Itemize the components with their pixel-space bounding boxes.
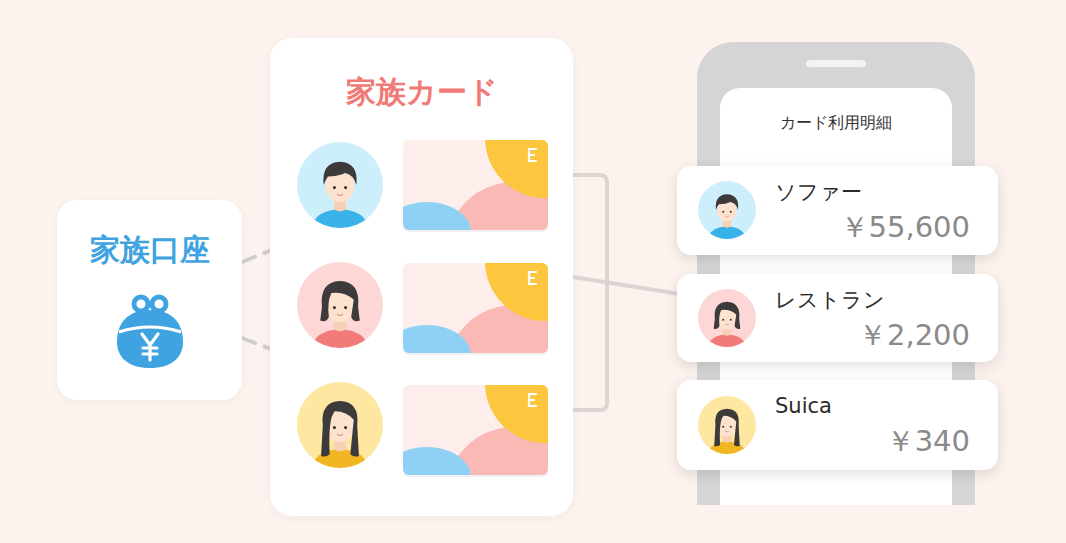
connector (242, 251, 270, 262)
phone-notch (806, 60, 866, 67)
cards-title: 家族カード (270, 74, 573, 110)
statement-item: レストラン ￥2,200 (677, 274, 998, 362)
item-name: レストラン (775, 288, 885, 313)
account-box: 家族口座 (57, 200, 242, 400)
connector (242, 338, 270, 349)
cards-panel: 家族カード (270, 38, 573, 516)
item-amount: ￥2,200 (858, 318, 970, 353)
illustration (270, 38, 573, 516)
statement-item: Suica ￥340 (677, 380, 998, 470)
statement-item: ソファー ￥55,600 (677, 166, 998, 255)
item-amount: ￥55,600 (840, 210, 970, 245)
phone-frame: カード利用明細ソファー ￥55,600 レストラン ￥2,200Suica ￥340 (697, 42, 975, 505)
item-name: ソファー (775, 180, 862, 205)
item-name: Suica (775, 394, 832, 419)
illustration (57, 200, 242, 400)
statement-title: カード利用明細 (697, 113, 975, 132)
account-title: 家族口座 (57, 232, 242, 268)
item-amount: ￥340 (886, 424, 970, 459)
